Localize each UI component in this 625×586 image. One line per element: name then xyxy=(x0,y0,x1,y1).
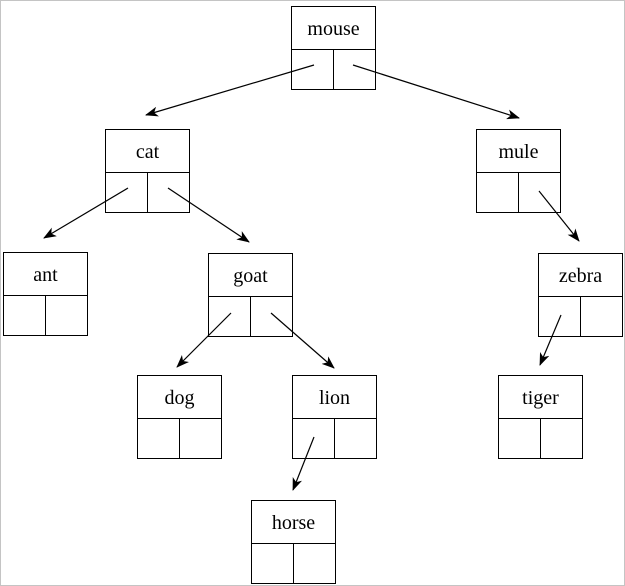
node-label-tiger: tiger xyxy=(499,376,582,419)
tree-node-lion: lion xyxy=(292,375,377,459)
pointer-cells xyxy=(477,173,560,212)
tree-node-tiger: tiger xyxy=(498,375,583,459)
node-label-lion: lion xyxy=(293,376,376,419)
tree-node-cat: cat xyxy=(105,129,190,213)
pointer-cells xyxy=(138,419,221,458)
left-pointer-cell xyxy=(477,173,519,212)
node-label-dog: dog xyxy=(138,376,221,419)
right-pointer-cell xyxy=(541,419,582,458)
right-pointer-cell xyxy=(46,296,87,335)
pointer-cells xyxy=(539,297,622,336)
pointer-cells xyxy=(293,419,376,458)
node-label-horse: horse xyxy=(252,501,335,544)
right-pointer-cell xyxy=(581,297,622,336)
left-pointer-cell xyxy=(138,419,180,458)
left-pointer-cell xyxy=(293,419,335,458)
tree-node-mouse: mouse xyxy=(291,6,376,90)
tree-node-mule: mule xyxy=(476,129,561,213)
pointer-cells xyxy=(499,419,582,458)
edge-mouse-cat xyxy=(145,64,315,117)
right-pointer-cell xyxy=(335,419,376,458)
tree-node-horse: horse xyxy=(251,500,336,584)
node-label-zebra: zebra xyxy=(539,254,622,297)
left-pointer-cell xyxy=(209,297,251,336)
left-pointer-cell xyxy=(539,297,581,336)
pointer-cells xyxy=(292,50,375,89)
left-pointer-cell xyxy=(4,296,46,335)
left-pointer-cell xyxy=(292,50,334,89)
tree-node-dog: dog xyxy=(137,375,222,459)
right-pointer-cell xyxy=(519,173,560,212)
tree-node-ant: ant xyxy=(3,252,88,336)
left-pointer-cell xyxy=(106,173,148,212)
node-label-mule: mule xyxy=(477,130,560,173)
left-pointer-cell xyxy=(252,544,294,583)
pointer-cells xyxy=(252,544,335,583)
node-label-cat: cat xyxy=(106,130,189,173)
node-label-ant: ant xyxy=(4,253,87,296)
right-pointer-cell xyxy=(334,50,375,89)
right-pointer-cell xyxy=(251,297,292,336)
pointer-cells xyxy=(106,173,189,212)
tree-node-zebra: zebra xyxy=(538,253,623,337)
node-label-mouse: mouse xyxy=(292,7,375,50)
pointer-cells xyxy=(4,296,87,335)
left-pointer-cell xyxy=(499,419,541,458)
right-pointer-cell xyxy=(180,419,221,458)
right-pointer-cell xyxy=(148,173,189,212)
tree-node-goat: goat xyxy=(208,253,293,337)
edge-mouse-mule xyxy=(352,64,520,120)
pointer-cells xyxy=(209,297,292,336)
node-label-goat: goat xyxy=(209,254,292,297)
right-pointer-cell xyxy=(294,544,335,583)
